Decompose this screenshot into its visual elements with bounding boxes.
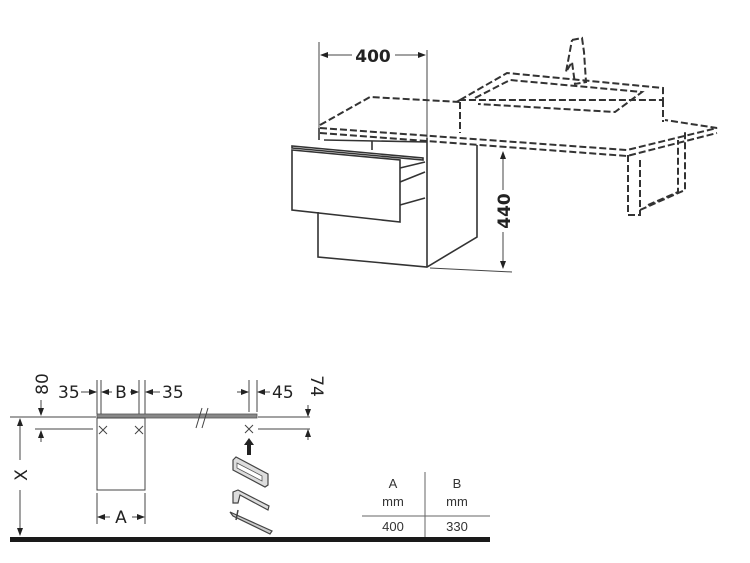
width-dimension: 400 [318,42,428,140]
header-b-name: B [453,476,462,491]
header-b-unit: mm [446,494,468,509]
dim-b-label: B [115,383,127,403]
cell-b-value: 330 [446,519,468,534]
dim-35-left-label: 35 [58,383,80,403]
towel-rail-bracket-icons [229,456,273,535]
vanity-unit-perspective: 400 [291,36,718,273]
height-dimension: 440 [429,151,515,273]
dim-35-right-label: 35 [162,383,184,403]
cabinet [291,128,478,268]
width-label: 400 [355,47,391,67]
installation-drawing: 80 35 B 35 45 74 X A [10,373,490,542]
drawer-front [291,149,401,223]
header-a-name: A [389,476,398,491]
cabinet-outline [96,417,146,491]
cell-a-value: 400 [382,519,404,534]
arrow-up-icon [244,438,254,455]
dim-80-label: 80 [33,373,53,395]
dim-a-label: A [115,508,127,528]
countertop-section [96,413,258,419]
dim-74-label: 74 [306,375,326,397]
dimension-table: A mm B mm 400 330 [362,472,490,537]
floor-line [10,537,490,542]
header-a-unit: mm [382,494,404,509]
dim-x-label: X [12,469,32,481]
fixing-points [98,424,254,435]
dim-45-label: 45 [272,383,294,403]
height-label: 440 [495,193,515,229]
countertop-outline [319,36,718,216]
